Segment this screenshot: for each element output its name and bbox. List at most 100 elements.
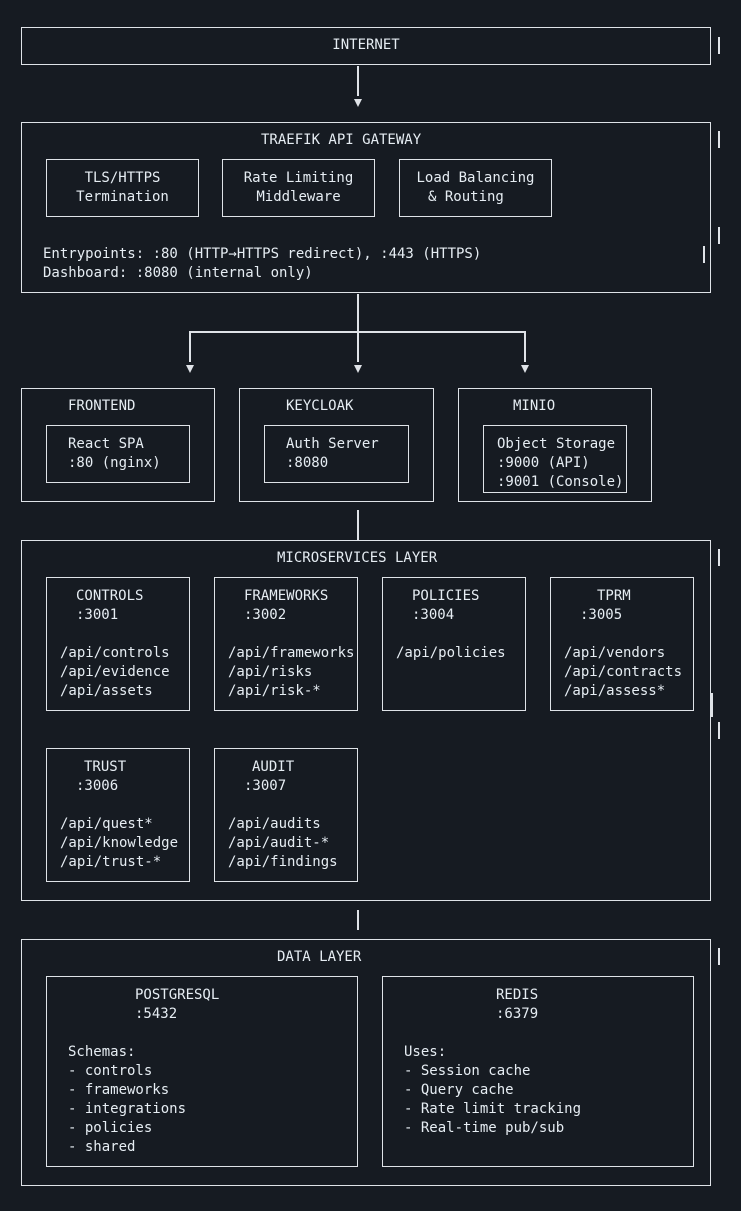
service-route: /api/risks <box>228 664 313 680</box>
frontend-line2: :80 (nginx) <box>68 455 161 471</box>
service-port: :3001 <box>76 607 119 623</box>
connector-microservices-data <box>357 910 359 930</box>
service-route: /api/audits <box>228 816 321 832</box>
internet-title: INTERNET <box>332 37 400 53</box>
minio-line3: :9001 (Console) <box>497 474 624 490</box>
arrow-down-icon <box>354 365 362 373</box>
connector-gateway-trunk <box>357 294 359 332</box>
service-route: /api/assets <box>60 683 153 699</box>
postgres-port: :5432 <box>135 1006 178 1022</box>
edge-mark <box>718 722 720 739</box>
connector-internet-gateway <box>357 66 359 96</box>
gateway-dashboard: Dashboard: :8080 (internal only) <box>43 265 313 281</box>
service-route: /api/risk-* <box>228 683 321 699</box>
keycloak-inner-box <box>264 425 409 483</box>
service-policies-box <box>382 577 526 711</box>
redis-box <box>382 976 694 1167</box>
internet-box <box>21 27 711 65</box>
postgres-name: POSTGRESQL <box>135 987 220 1003</box>
service-port: :3007 <box>244 778 287 794</box>
service-port: :3004 <box>412 607 455 623</box>
gateway-box <box>21 122 711 293</box>
keycloak-title: KEYCLOAK <box>286 398 354 414</box>
tls-line2: Termination <box>76 189 169 205</box>
keycloak-box <box>239 388 434 502</box>
service-port: :3002 <box>244 607 287 623</box>
service-name: AUDIT <box>252 759 295 775</box>
frontend-line1: React SPA <box>68 436 144 452</box>
minio-inner-box <box>483 425 627 493</box>
arrow-down-icon <box>521 365 529 373</box>
postgres-schema: - controls <box>68 1063 153 1079</box>
frontend-box <box>21 388 215 502</box>
tls-line1: TLS/HTTPS <box>84 170 161 186</box>
connector-minio <box>524 331 526 362</box>
redis-heading: Uses: <box>404 1044 447 1060</box>
load-balancing-line1: Load Balancing <box>416 170 535 186</box>
service-name: TPRM <box>597 588 631 604</box>
redis-use: - Query cache <box>404 1082 514 1098</box>
service-route: /api/evidence <box>60 664 170 680</box>
postgres-box <box>46 976 358 1167</box>
service-route: /api/knowledge <box>60 835 179 851</box>
edge-mark <box>718 131 720 148</box>
service-route: /api/audit-* <box>228 835 330 851</box>
service-audit-box <box>214 748 358 882</box>
arrow-down-icon <box>354 99 362 107</box>
service-frameworks-box <box>214 577 358 711</box>
data-layer-title: DATA LAYER <box>277 949 362 965</box>
rate-limit-line1: Rate Limiting <box>243 170 354 186</box>
postgres-schema: - integrations <box>68 1101 187 1117</box>
edge-mark <box>718 948 720 965</box>
keycloak-line2: :8080 <box>286 455 329 471</box>
connector-frontend <box>189 331 191 362</box>
redis-use: - Rate limit tracking <box>404 1101 582 1117</box>
service-trust-box <box>46 748 190 882</box>
minio-line1: Object Storage <box>497 436 616 452</box>
service-port: :3005 <box>580 607 623 623</box>
load-balancing-box <box>399 159 552 217</box>
rate-limit-line2: Middleware <box>256 189 341 205</box>
edge-mark <box>703 246 705 263</box>
rate-limit-box <box>222 159 375 217</box>
service-route: /api/vendors <box>564 645 666 661</box>
redis-port: :6379 <box>496 1006 539 1022</box>
minio-line2: :9000 (API) <box>497 455 590 471</box>
redis-use: - Session cache <box>404 1063 531 1079</box>
service-controls-box <box>46 577 190 711</box>
service-name: TRUST <box>84 759 127 775</box>
service-name: FRAMEWORKS <box>244 588 329 604</box>
connector-keycloak <box>357 331 359 362</box>
minio-title: MINIO <box>513 398 556 414</box>
postgres-schema: - policies <box>68 1120 153 1136</box>
service-port: :3006 <box>76 778 119 794</box>
service-route: /api/trust-* <box>60 854 162 870</box>
redis-name: REDIS <box>496 987 539 1003</box>
redis-use: - Real-time pub/sub <box>404 1120 565 1136</box>
service-route: /api/controls <box>60 645 170 661</box>
load-balancing-line2: & Routing <box>428 189 504 205</box>
service-name: CONTROLS <box>76 588 144 604</box>
connector-services-microservices <box>357 510 359 540</box>
postgres-schema: - shared <box>68 1139 136 1155</box>
minio-box <box>458 388 652 502</box>
arrow-down-icon <box>186 365 194 373</box>
gateway-title: TRAEFIK API GATEWAY <box>261 132 422 148</box>
data-layer-box <box>21 939 711 1186</box>
edge-mark <box>711 693 713 717</box>
edge-mark <box>718 227 720 244</box>
service-name: POLICIES <box>412 588 480 604</box>
service-tprm-box <box>550 577 694 711</box>
microservices-title: MICROSERVICES LAYER <box>277 550 438 566</box>
postgres-heading: Schemas: <box>68 1044 136 1060</box>
gateway-entrypoints: Entrypoints: :80 (HTTP→HTTPS redirect), … <box>43 246 482 262</box>
edge-mark <box>718 37 720 54</box>
keycloak-line1: Auth Server <box>286 436 379 452</box>
service-route: /api/quest* <box>60 816 153 832</box>
service-route: /api/findings <box>228 854 338 870</box>
frontend-inner-box <box>46 425 190 483</box>
service-route: /api/assess* <box>564 683 666 699</box>
service-route: /api/contracts <box>564 664 683 680</box>
service-route: /api/policies <box>396 645 506 661</box>
postgres-schema: - frameworks <box>68 1082 170 1098</box>
